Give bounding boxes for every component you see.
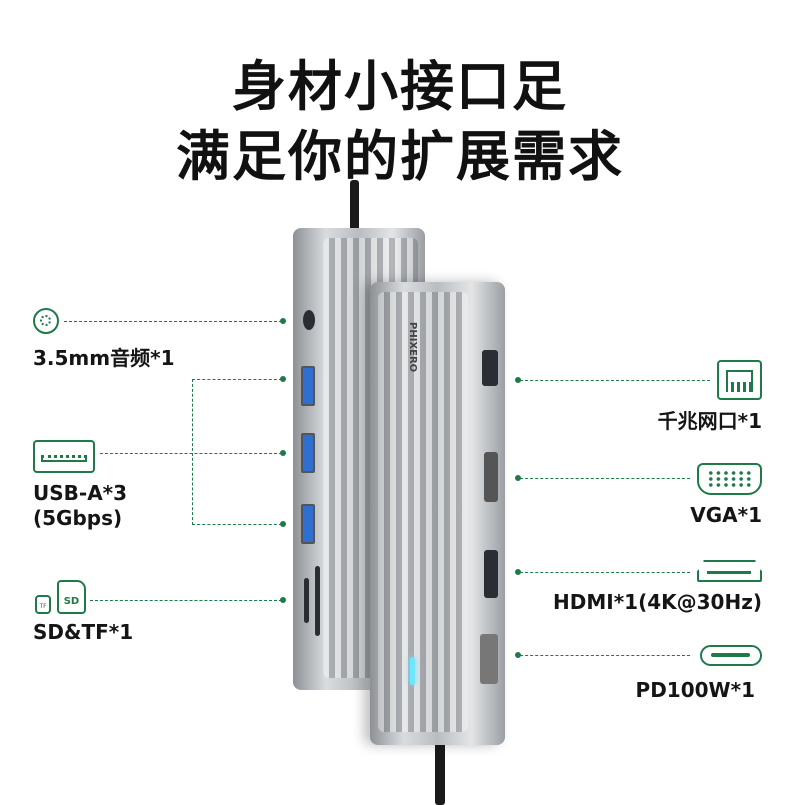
- brand-logo: PHIXERO: [407, 322, 418, 373]
- power-led: [410, 657, 415, 685]
- sd-card-icon: SD: [57, 580, 86, 614]
- usb-speed-label: (5Gbps): [33, 506, 123, 530]
- audio-jack-icon: [33, 308, 59, 334]
- vga-icon: [697, 463, 762, 495]
- usb-port-1: [301, 366, 315, 406]
- audio-label: 3.5mm音频*1: [33, 346, 175, 370]
- ethernet-port: [482, 350, 498, 386]
- headline-line-1: 身材小接口足: [232, 55, 568, 118]
- vga-label: VGA*1: [690, 503, 762, 527]
- usb-port-2: [301, 433, 315, 473]
- hdmi-icon: [697, 560, 762, 582]
- usb-a-icon: [33, 440, 95, 473]
- hub-front-unit: PHIXERO: [370, 282, 505, 745]
- hdmi-port: [484, 550, 498, 598]
- audio-port: [303, 310, 315, 330]
- usb-label: USB-A*3: [33, 481, 128, 505]
- sd-tf-label: SD&TF*1: [33, 620, 134, 644]
- top-cable: [350, 180, 359, 240]
- vga-port: [484, 452, 498, 502]
- usb-port-3: [301, 504, 315, 544]
- usb-c-icon: [700, 645, 762, 666]
- tf-slot: [304, 578, 309, 623]
- hdmi-label: HDMI*1(4K@30Hz): [553, 590, 762, 614]
- usb-c-port: [480, 634, 498, 684]
- sd-slot: [315, 566, 320, 636]
- ethernet-icon: [717, 360, 762, 400]
- tf-card-icon: TF: [35, 595, 51, 614]
- usb-c-label: PD100W*1: [635, 678, 755, 702]
- ethernet-label: 千兆网口*1: [657, 409, 762, 433]
- headline-line-2: 满足你的扩展需求: [176, 125, 624, 188]
- bottom-cable: [435, 735, 445, 805]
